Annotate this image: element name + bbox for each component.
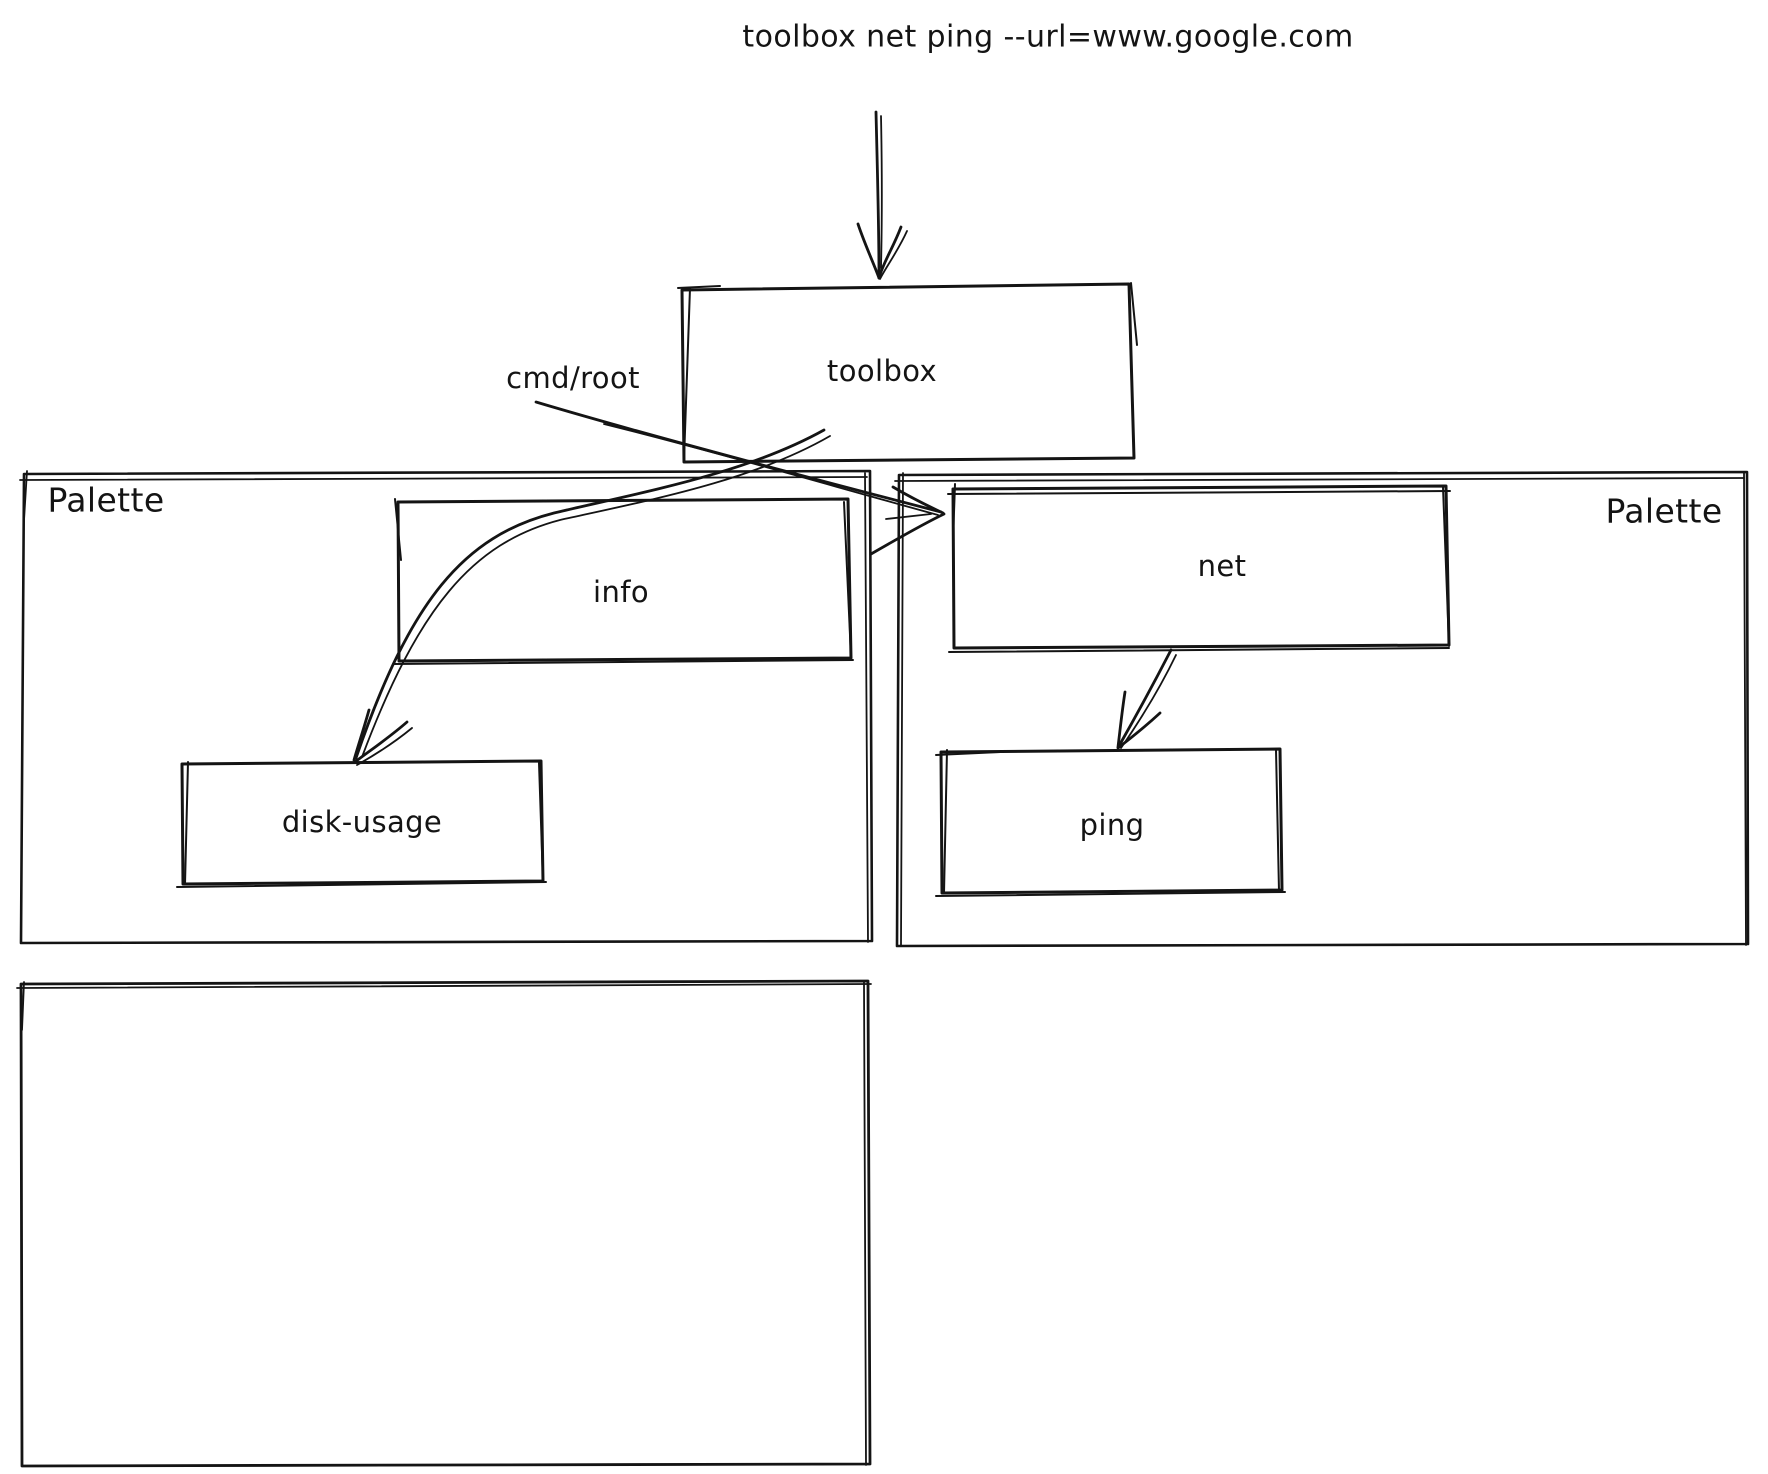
net-node-label: net	[1197, 549, 1247, 583]
ping-node-label: ping	[1079, 808, 1145, 842]
edge-net-to-ping	[1118, 650, 1176, 748]
disk-usage-node-label: disk-usage	[281, 805, 443, 839]
edge-label-cmd-root: cmd/root	[506, 361, 640, 395]
toolbox-node-box	[676, 283, 1137, 462]
empty-panel-box	[17, 981, 871, 1466]
net-node-box	[948, 484, 1450, 652]
command-title: toolbox net ping --url=www.google.com	[742, 19, 1354, 55]
edge-toolbox-to-net	[536, 402, 944, 554]
toolbox-node-label: toolbox	[826, 354, 938, 388]
edge-toolbox-to-disk-usage	[354, 430, 830, 765]
ping-node-box	[936, 749, 1285, 896]
edge-command-to-toolbox	[858, 112, 907, 279]
right-palette-title: Palette	[1605, 491, 1723, 531]
left-palette-title: Palette	[47, 480, 165, 520]
disk-usage-node-box	[177, 761, 546, 887]
info-node-label: info	[593, 575, 649, 609]
